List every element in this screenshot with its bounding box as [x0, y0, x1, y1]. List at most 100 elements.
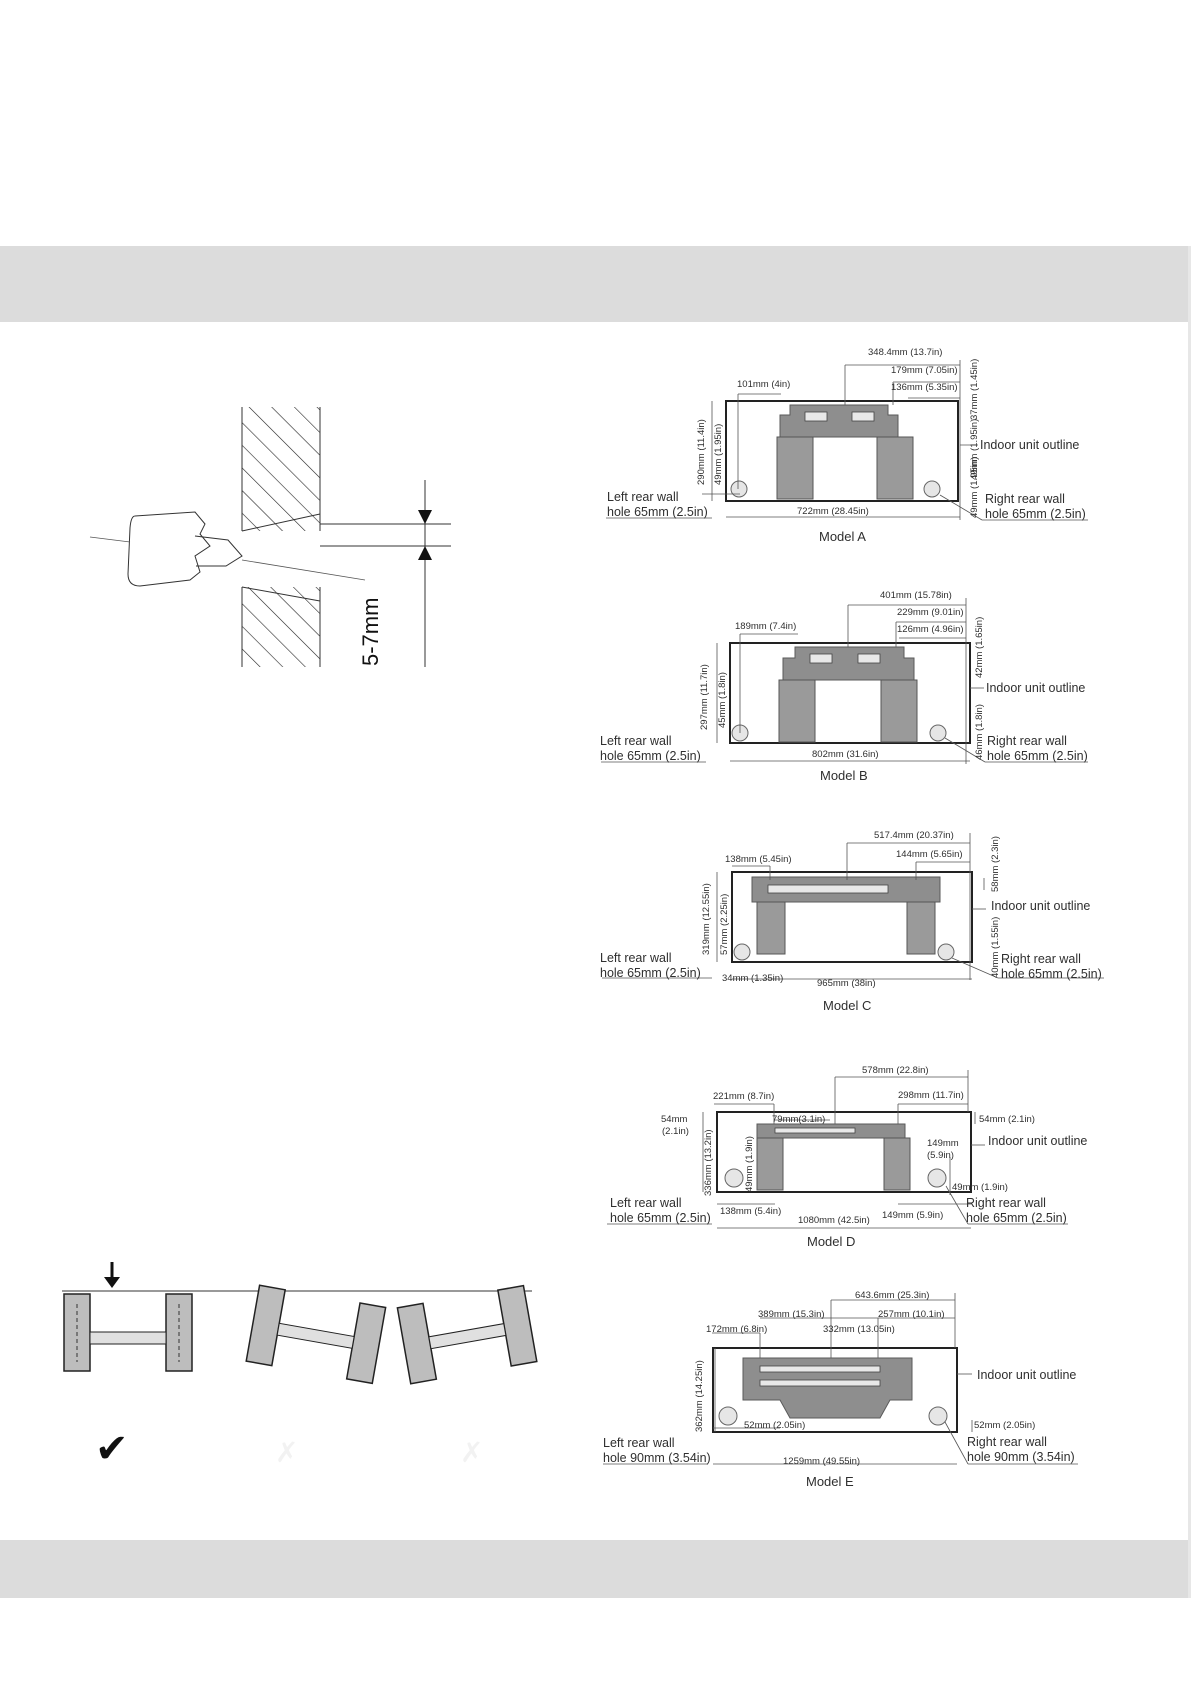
faint-cross-icon: ✗ — [460, 1437, 483, 1468]
left-hole-label: hole 65mm (2.5in) — [600, 749, 701, 763]
dimension-label: 722mm (28.45in) — [797, 506, 869, 517]
left-hole-label: Left rear wall — [600, 734, 672, 748]
dimension-label: 257mm (10.1in) — [878, 1309, 945, 1320]
vertical-dimension-label: 362mm (14.25in) — [694, 1360, 705, 1432]
vertical-dimension-label: 58mm (2.3in) — [990, 836, 1001, 892]
left-hole-label: hole 90mm (3.54in) — [603, 1451, 711, 1465]
dimension-label: 149mm — [927, 1138, 959, 1149]
dimension-label: 517.4mm (20.37in) — [874, 830, 954, 841]
dimension-label: 1259mm (49.55in) — [783, 1456, 860, 1467]
left-hole-label: Left rear wall — [600, 951, 672, 965]
dimension-label: 54mm — [661, 1114, 687, 1125]
dimension-label: 401mm (15.78in) — [880, 590, 952, 601]
vertical-dimension-label: 49mm (1.95in) — [969, 457, 980, 518]
model-e-diagram: 643.6mm (25.3in) 389mm (15.3in) 257mm (1… — [603, 1290, 1078, 1489]
vertical-dimension-label: 319mm (12.55in) — [701, 883, 712, 955]
dimension-label: 1080mm (42.5in) — [798, 1215, 870, 1226]
dimension-label: 149mm (5.9in) — [882, 1210, 943, 1221]
left-hole-label: hole 65mm (2.5in) — [610, 1211, 711, 1225]
dimension-label: 221mm (8.7in) — [713, 1091, 774, 1102]
model-c-diagram: 517.4mm (20.37in) 144mm (5.65in) 138mm (… — [600, 830, 1104, 1013]
dimension-label: 138mm (5.45in) — [725, 854, 792, 865]
dimension-label: 52mm (2.05in) — [744, 1420, 805, 1431]
model-caption: Model D — [807, 1234, 855, 1249]
vertical-dimension-label: 57mm (2.25in) — [719, 894, 730, 955]
dimension-label: 172mm (6.8in) — [706, 1324, 767, 1335]
right-hole-label: hole 90mm (3.54in) — [967, 1450, 1075, 1464]
right-hole-label: Right rear wall — [967, 1435, 1047, 1449]
page-edge — [1188, 246, 1191, 1598]
drill-hole-figure: 5-7mm — [89, 407, 451, 667]
model-caption: Model A — [819, 529, 866, 544]
left-hole-label: hole 65mm (2.5in) — [607, 505, 708, 519]
dimension-label: 802mm (31.6in) — [812, 749, 879, 760]
dimension-label: 101mm (4in) — [737, 379, 790, 390]
dimension-label: 332mm (13.05in) — [823, 1324, 895, 1335]
dimension-label: 52mm (2.05in) — [974, 1420, 1035, 1431]
drill-dimension-label: 5-7mm — [358, 598, 383, 666]
right-hole-label: Right rear wall — [985, 492, 1065, 506]
vertical-dimension-label: 46mm (1.8in) — [974, 704, 985, 760]
vertical-dimension-label: 45mm (1.8in) — [717, 672, 728, 728]
vertical-dimension-label: 42mm (1.65in) — [974, 617, 985, 678]
outline-label: Indoor unit outline — [986, 681, 1085, 695]
footer-band — [0, 1540, 1191, 1598]
dimension-label: 34mm (1.35in) — [722, 973, 783, 984]
vertical-dimension-label: 40mm (1.55in) — [990, 917, 1001, 978]
model-b-diagram: 401mm (15.78in) 229mm (9.01in) 126mm (4.… — [600, 590, 1088, 783]
right-hole-label: hole 65mm (2.5in) — [987, 749, 1088, 763]
dimension-label: 348.4mm (13.7in) — [868, 347, 942, 358]
dimension-label: 189mm (7.4in) — [735, 621, 796, 632]
vertical-dimension-label: 49mm (1.9in) — [744, 1136, 755, 1192]
dimension-label: 136mm (5.35in) — [891, 382, 958, 393]
dimension-label: 144mm (5.65in) — [896, 849, 963, 860]
bracket-level — [63, 1293, 193, 1372]
dimension-label: 49mm (1.9in) — [952, 1182, 1008, 1193]
dimension-label: 126mm (4.96in) — [897, 624, 964, 635]
dimension-label: 79mm(3.1in) — [772, 1114, 825, 1125]
dimension-label: 965mm (38in) — [817, 978, 876, 989]
vertical-dimension-label: 297mm (11.7in) — [699, 664, 710, 730]
outline-label: Indoor unit outline — [988, 1134, 1087, 1148]
dimension-label: 298mm (11.7in) — [898, 1090, 964, 1101]
vertical-dimension-label: 290mm (11.4in) — [696, 419, 707, 485]
header-band — [0, 246, 1191, 322]
model-a-diagram: 348.4mm (13.7in) 179mm (7.05in) 136mm (5… — [606, 347, 1088, 544]
vertical-dimension-label: 336mm (13.2in) — [703, 1129, 714, 1196]
faint-cross-icon: ✗ — [275, 1437, 298, 1468]
right-hole-label: Right rear wall — [1001, 952, 1081, 966]
model-d-diagram: 578mm (22.8in) 221mm (8.7in) 298mm (11.7… — [607, 1065, 1087, 1249]
model-caption: Model B — [820, 768, 868, 783]
left-hole-label: Left rear wall — [610, 1196, 682, 1210]
right-hole-label: Right rear wall — [966, 1196, 1046, 1210]
level-figure: ✔ ✗ ✗ — [62, 1262, 538, 1471]
bracket-tilted-right — [396, 1284, 538, 1385]
left-hole-label: hole 65mm (2.5in) — [600, 966, 701, 980]
outline-label: Indoor unit outline — [991, 899, 1090, 913]
outline-label: Indoor unit outline — [980, 438, 1079, 452]
left-hole-label: Left rear wall — [603, 1436, 675, 1450]
dimension-label: 643.6mm (25.3in) — [855, 1290, 929, 1301]
right-hole-label: Right rear wall — [987, 734, 1067, 748]
vertical-dimension-label: 49mm (1.95in) — [969, 419, 980, 480]
right-hole-label: hole 65mm (2.5in) — [966, 1211, 1067, 1225]
right-hole-label: hole 65mm (2.5in) — [1001, 967, 1102, 981]
dimension-label: 578mm (22.8in) — [862, 1065, 929, 1076]
check-icon: ✔ — [95, 1427, 129, 1471]
left-hole-label: Left rear wall — [607, 490, 679, 504]
dimension-label: 138mm (5.4in) — [720, 1206, 781, 1217]
model-caption: Model E — [806, 1474, 854, 1489]
dimension-label: (2.1in) — [662, 1126, 689, 1137]
dimension-label: 389mm (15.3in) — [758, 1309, 825, 1320]
dimension-label: 179mm (7.05in) — [891, 365, 958, 376]
dimension-label: (5.9in) — [927, 1150, 954, 1161]
bracket-tilted-left — [245, 1284, 387, 1385]
outline-label: Indoor unit outline — [977, 1368, 1076, 1382]
dimension-label: 229mm (9.01in) — [897, 607, 964, 618]
model-caption: Model C — [823, 998, 871, 1013]
dimension-label: 54mm (2.1in) — [979, 1114, 1035, 1125]
right-hole-label: hole 65mm (2.5in) — [985, 507, 1086, 521]
vertical-dimension-label: 37mm (1.45in) — [969, 359, 980, 420]
vertical-dimension-label: 49mm (1.95in) — [713, 424, 724, 485]
